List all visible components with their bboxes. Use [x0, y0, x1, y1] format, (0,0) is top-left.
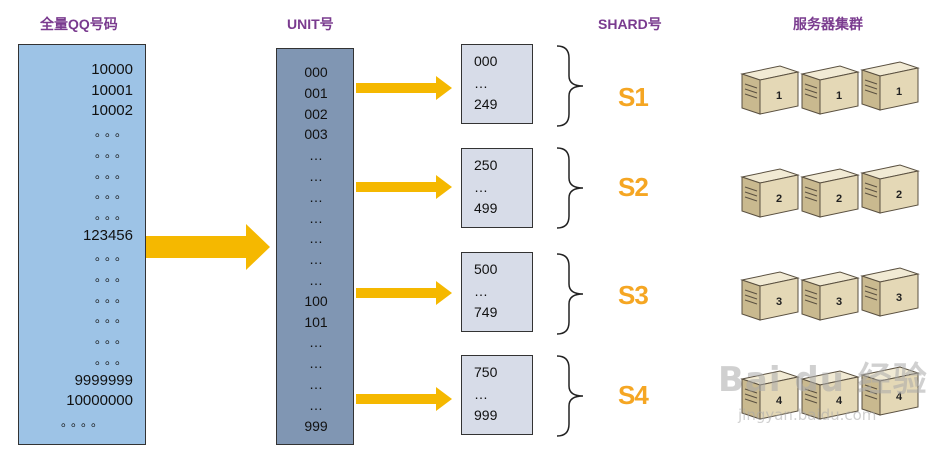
qq-number: 10000000: [66, 392, 133, 410]
qq-number: 。。。: [94, 352, 131, 367]
server-number: 4: [896, 391, 903, 403]
server-number: 3: [836, 296, 842, 308]
unit-number: …: [309, 334, 323, 351]
shard-range-box-3: 500 … 749: [461, 252, 533, 332]
server-number: 3: [896, 292, 902, 304]
unit-number: 000: [304, 64, 328, 80]
unit-number: …: [309, 168, 323, 184]
server-icon: 3: [740, 271, 800, 321]
range-end: 499: [474, 200, 498, 216]
qq-number: 。。。: [94, 249, 131, 264]
qq-number: 10001: [91, 81, 133, 99]
unit-number: 101: [304, 313, 328, 330]
server-icon: 1: [800, 65, 860, 115]
range-ellipsis: …: [474, 283, 488, 299]
range-ellipsis: …: [474, 179, 488, 195]
range-start: 500: [474, 261, 498, 277]
brace-2: [556, 147, 584, 229]
shard-header: SHARD号: [598, 16, 662, 32]
qq-number: 。。。。: [61, 414, 108, 429]
watermark-url: jingyan.baidu.com: [738, 406, 877, 424]
watermark-logo: Bai du 经验: [718, 360, 928, 400]
unit-to-shard2-arrow: [356, 175, 452, 199]
server-number: 2: [776, 193, 782, 205]
unit-number: …: [309, 272, 323, 288]
unit-number: …: [309, 230, 323, 247]
server-icon: 4: [860, 366, 920, 416]
unit-number: 003: [304, 126, 328, 143]
server-icon: 1: [740, 65, 800, 115]
brace-4: [556, 355, 584, 437]
unit-header: UNIT号: [287, 16, 334, 32]
shard-label-s3: S3: [618, 280, 649, 310]
unit-number: 100: [304, 292, 328, 309]
shard-label-s1: S1: [618, 82, 649, 112]
qq-number: 10002: [91, 102, 133, 120]
range-start: 000: [474, 53, 498, 69]
brace-1: [556, 45, 584, 127]
range-start: 750: [474, 364, 498, 380]
shard-range-box-1: 000 … 249: [461, 44, 533, 124]
range-start: 250: [474, 157, 498, 173]
server-number: 3: [776, 296, 782, 308]
qq-number: 。。。: [94, 187, 131, 202]
server-icon: 1: [860, 61, 920, 111]
range-end: 749: [474, 304, 498, 320]
unit-number: 999: [304, 417, 328, 434]
shard-label-s4: S4: [618, 380, 649, 410]
range-end: 999: [474, 407, 498, 423]
unit-number: …: [309, 209, 323, 226]
unit-to-shard4-arrow: [356, 387, 452, 411]
qq-number: 。。。: [94, 332, 131, 347]
server-icon: 2: [800, 168, 860, 218]
range-end: 249: [474, 96, 498, 112]
unit-to-shard1-arrow: [356, 76, 452, 100]
qq-number: 。。。: [94, 166, 131, 181]
unit-number: …: [309, 355, 323, 372]
unit-number: …: [309, 188, 323, 205]
server-icon: 2: [740, 168, 800, 218]
unit-number: 001: [304, 84, 328, 101]
shard-label-s2: S2: [618, 172, 649, 202]
shard-range-box-2: 250 … 499: [461, 148, 533, 228]
qq-number: 10000: [91, 61, 133, 78]
unit-number: …: [309, 251, 323, 268]
server-number: 1: [776, 90, 782, 102]
server-icon: 4: [740, 370, 800, 420]
unit-number: …: [309, 147, 323, 164]
server-number: 4: [776, 395, 783, 407]
qq-number: 9999999: [74, 371, 133, 389]
unit-to-shard3-arrow: [356, 281, 452, 305]
qq-number: 。。。: [94, 290, 131, 305]
map-arrow: [146, 224, 270, 270]
qq-header: 全量QQ号码: [40, 16, 118, 32]
server-number: 1: [836, 90, 842, 102]
server-icon: 4: [800, 370, 860, 420]
unit-number: …: [309, 396, 323, 413]
qq-number: 。。。: [94, 311, 131, 326]
server-number: 2: [836, 193, 842, 205]
server-number: 2: [896, 189, 902, 201]
unit-column: 000 001 002 003 … … … … … … … 100 101 … … … … 999: [276, 48, 354, 445]
qq-number: 。。。: [94, 125, 131, 140]
server-number: 1: [896, 86, 902, 98]
qq-number: 123456: [82, 226, 133, 244]
unit-number: …: [309, 376, 323, 392]
server-icon: 3: [860, 267, 920, 317]
unit-number: 002: [304, 105, 328, 122]
brace-3: [556, 253, 584, 335]
range-ellipsis: …: [474, 386, 488, 402]
servers-header: 服务器集群: [793, 16, 863, 32]
server-icon: 2: [860, 164, 920, 214]
server-icon: 3: [800, 271, 860, 321]
qq-number: 。。。: [94, 145, 131, 160]
shard-range-box-4: 750 … 999: [461, 355, 533, 435]
qq-number: 。。。: [94, 270, 131, 284]
range-ellipsis: …: [474, 75, 488, 91]
server-number: 4: [836, 395, 843, 407]
qq-number: 。。。: [94, 207, 131, 222]
